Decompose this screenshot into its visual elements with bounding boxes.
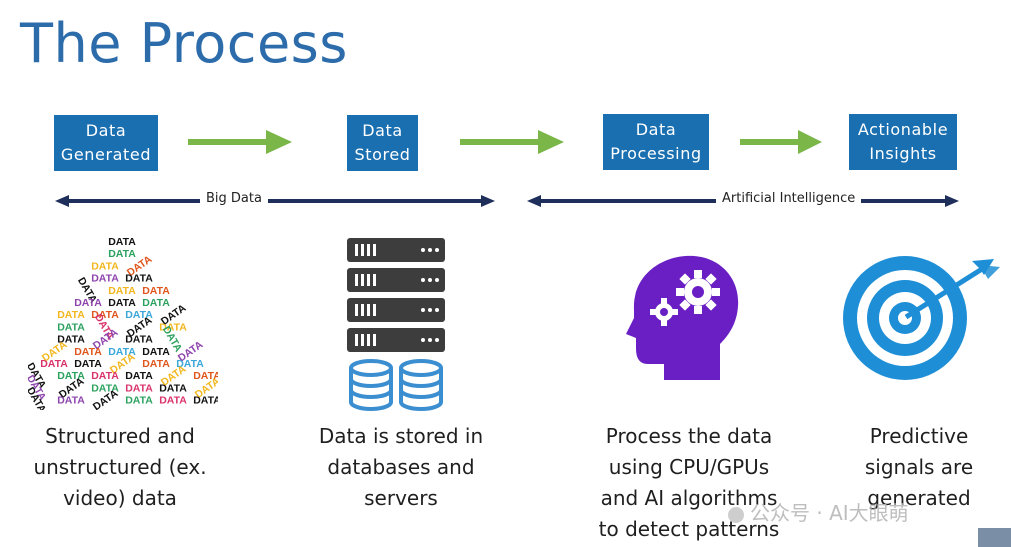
caption-line: unstructured (ex.: [33, 455, 207, 479]
caption-actionable-insights: Predictive signals are generated: [846, 421, 992, 514]
data-word: DATA: [159, 395, 187, 407]
data-word: DATA: [159, 321, 187, 333]
data-word: DATA: [91, 382, 119, 394]
caption-line: video) data: [63, 486, 177, 510]
data-word: DATA: [40, 358, 68, 370]
caption-line: using CPU/GPUs: [608, 455, 770, 479]
caption-data-processing: Process the data using CPU/GPUs and AI a…: [578, 421, 800, 545]
caption-line: and AI algorithms: [600, 486, 778, 510]
corner-badge: [978, 528, 1011, 547]
data-word: DATA: [125, 382, 153, 394]
head-gears-icon: [626, 255, 739, 380]
data-word: DATA: [125, 334, 153, 346]
data-word: DATA: [193, 370, 218, 382]
data-word: DATA: [159, 382, 187, 394]
data-word: DATA: [57, 370, 85, 382]
data-word: DATA: [91, 370, 119, 382]
caption-line: Structured and: [45, 424, 195, 448]
data-word: DATA: [125, 273, 153, 285]
data-word: DATA: [108, 297, 136, 309]
data-word: DATA: [57, 309, 85, 321]
data-word: DATA: [74, 297, 102, 309]
data-word: DATA: [125, 395, 153, 407]
caption-line: generated: [867, 486, 971, 510]
data-word: DATA: [108, 346, 136, 358]
caption-line: Process the data: [605, 424, 773, 448]
watermark: 公众号 · AI大眼萌: [728, 497, 909, 526]
caption-line: Predictive: [869, 424, 969, 448]
stage-label-line2: Processing: [610, 144, 702, 163]
data-word: DATA: [142, 358, 170, 370]
caption-line: to detect patterns: [598, 517, 780, 541]
big-data-range-arrow: [55, 195, 495, 207]
stage-label-line1: Data: [635, 120, 677, 139]
flow-arrow-icon: [460, 130, 564, 154]
wechat-icon: [728, 506, 744, 523]
big-data-label: Big Data: [200, 191, 268, 206]
flow-arrow-icon: [188, 130, 292, 154]
caption-line: servers: [364, 486, 438, 510]
caption-data-generated: Structured and unstructured (ex. video) …: [22, 421, 218, 514]
stage-label-line2: Insights: [869, 144, 937, 163]
caption-line: Data is stored in: [318, 424, 484, 448]
data-word: DATA: [142, 346, 170, 358]
page-title: The Process: [20, 12, 348, 75]
stage-label-line1: Data: [362, 121, 403, 140]
data-word: DATA: [176, 358, 204, 370]
data-word: DATA: [57, 395, 85, 407]
data-word: DATA: [142, 285, 170, 297]
data-word: DATA: [142, 297, 170, 309]
flow-arrow-icon: [740, 130, 822, 154]
data-word: DATA: [125, 370, 153, 382]
stage-label-line1: Actionable: [857, 120, 949, 139]
data-word: DATA: [108, 285, 136, 297]
data-word: DATA: [193, 395, 218, 407]
data-word: DATA: [57, 321, 85, 333]
data-word: DATA: [91, 273, 119, 285]
watermark-text: 公众号 · AI大眼萌: [750, 501, 909, 525]
server-rack-icon: [347, 238, 445, 411]
caption-line: databases and: [327, 455, 475, 479]
stage-label-line2: Generated: [60, 145, 152, 164]
stage-label-line2: Stored: [354, 145, 411, 164]
caption-data-stored: Data is stored in databases and servers: [300, 421, 502, 514]
data-word: DATA: [91, 260, 119, 272]
data-word: DATA: [74, 346, 102, 358]
data-word: DATA: [74, 358, 102, 370]
data-word: DATA: [91, 309, 119, 321]
data-word: DATA: [108, 248, 136, 260]
target-arrow-icon: [843, 256, 1000, 380]
data-word: DATA: [57, 334, 85, 346]
data-word: DATA: [125, 309, 153, 321]
data-word: DATA: [108, 236, 136, 248]
ai-label: Artificial Intelligence: [716, 191, 862, 206]
stage-label-line1: Data: [85, 121, 127, 140]
caption-line: signals are: [864, 455, 974, 479]
database-icon: [349, 359, 443, 411]
